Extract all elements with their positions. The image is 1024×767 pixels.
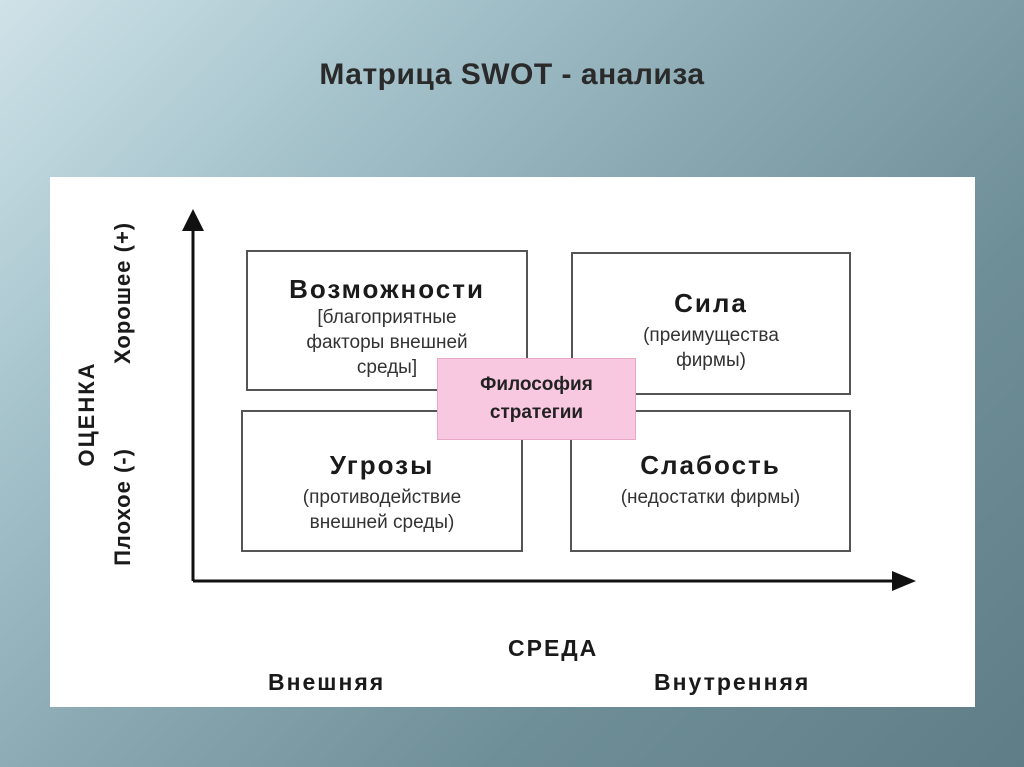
y-axis-good-label: Хорошее (+) [110,221,135,364]
weaknesses-title: Слабость [640,450,781,480]
opportunities-box: Возможности [благоприятные факторы внешн… [246,250,528,391]
strengths-description: (преимущества фирмы) [643,325,779,371]
axes [182,209,916,591]
weaknesses-description: (недостатки фирмы) [620,487,801,508]
opportunities-title: Возможности [289,274,485,304]
swot-diagram: Хорошее (+) ОЦЕНКА Плохое (-) Возможност… [50,177,975,707]
y-axis-bad-label: Плохое (-) [110,448,135,566]
x-axis-arrow-icon [892,571,916,591]
threats-title: Угрозы [329,450,435,480]
threats-description: (противодействие внешней среды) [302,487,462,533]
x-axis-external-label: Внешняя [268,669,386,695]
slide-title: Матрица SWOT - анализа [319,58,705,91]
strategy-philosophy-box: Философия стратегии [437,358,636,440]
y-axis-title: ОЦЕНКА [74,361,99,467]
x-axis-internal-label: Внутренняя [654,669,811,695]
x-axis-title: СРЕДА [508,635,599,661]
strengths-title: Сила [674,288,748,318]
opportunities-description: [благоприятные факторы внешней среды] [306,307,468,378]
y-axis-arrow-icon [182,209,204,231]
strengths-box: Сила (преимущества фирмы) [571,252,851,395]
